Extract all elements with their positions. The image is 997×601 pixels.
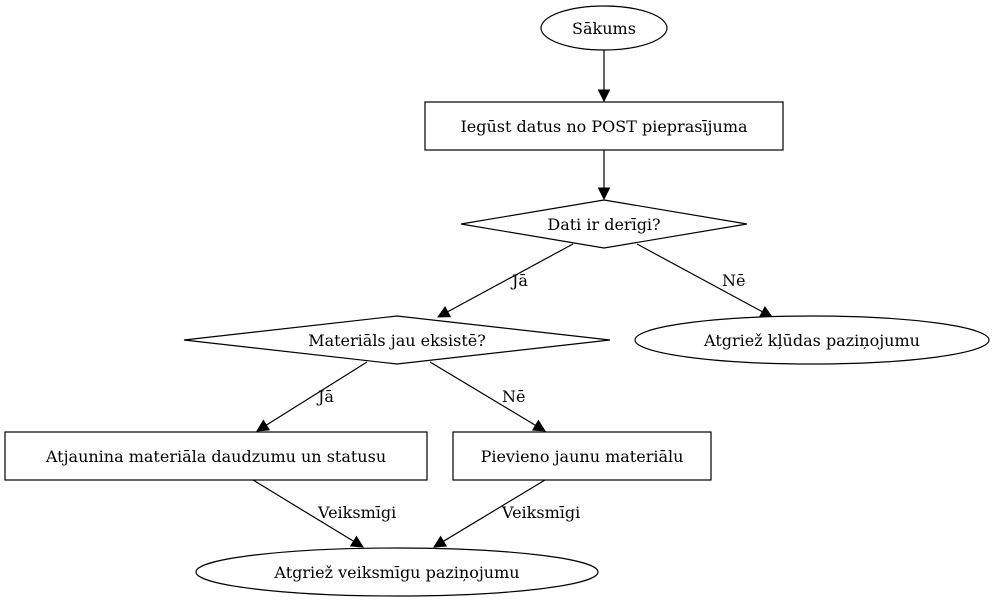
edge-label: Nē [722, 271, 745, 290]
edge-line [252, 479, 354, 542]
node-label: Pievieno jaunu materiālu [481, 447, 684, 466]
arrow-head [597, 89, 611, 103]
node-label: Atgriež veiksmīgu paziņojumu [273, 563, 519, 582]
ellipse-shape [634, 315, 990, 365]
edge-line [429, 361, 536, 426]
node-label: Atjaunina materiāla daudzumu un statusu [45, 447, 386, 466]
process-box-shape [452, 431, 712, 481]
edge-label: Jā [510, 271, 528, 290]
node-valid: Dati ir derīgi? [460, 199, 748, 249]
process-box-shape [4, 431, 428, 481]
edge-label: Veiksmīgi [501, 503, 580, 522]
arrow-head [433, 535, 448, 548]
arrow-head [256, 419, 271, 432]
decision-diamond-shape [183, 315, 611, 365]
node-label: Iegūst datus no POST pieprasījuma [460, 117, 748, 136]
node-label: Dati ir derīgi? [547, 215, 660, 234]
edge-exists-to-add: Nē [429, 361, 546, 432]
edge-label: Jā [316, 387, 334, 406]
arrow-head [531, 419, 546, 432]
edge-start-to-get_data [597, 50, 611, 103]
node-add: Pievieno jaunu materiālu [452, 431, 712, 481]
edge-exists-to-update: Jā [256, 361, 368, 432]
node-error: Atgriež kļūdas paziņojumu [634, 315, 990, 365]
edge-label: Nē [502, 387, 525, 406]
ellipse-shape [195, 547, 599, 597]
decision-diamond-shape [460, 199, 748, 249]
node-update: Atjaunina materiāla daudzumu un statusu [4, 431, 428, 481]
edge-valid-to-exists: Jā [437, 243, 574, 318]
edge-line [636, 243, 763, 313]
node-label: Atgriež kļūdas paziņojumu [703, 331, 920, 350]
edge-line [443, 479, 546, 542]
node-start: Sākums [540, 5, 668, 51]
arrow-head [349, 535, 364, 548]
edge-label: Veiksmīgi [317, 503, 396, 522]
arrow-head [597, 187, 611, 201]
node-success: Atgriež veiksmīgu paziņojumu [195, 547, 599, 597]
node-exists: Materiāls jau eksistē? [183, 315, 611, 365]
arrow-head [437, 305, 452, 318]
edge-add-to-success: Veiksmīgi [433, 479, 580, 548]
edge-valid-to-error: Nē [636, 243, 773, 318]
edge-get_data-to-valid [597, 150, 611, 201]
node-label: Sākums [572, 19, 636, 38]
ellipse-shape [540, 5, 668, 51]
edge-line [265, 361, 368, 426]
node-label: Materiāls jau eksistē? [308, 331, 486, 350]
process-box-shape [424, 101, 784, 151]
edge-update-to-success: Veiksmīgi [252, 479, 396, 548]
edge-line [447, 243, 574, 313]
node-get-data: Iegūst datus no POST pieprasījuma [424, 101, 784, 151]
